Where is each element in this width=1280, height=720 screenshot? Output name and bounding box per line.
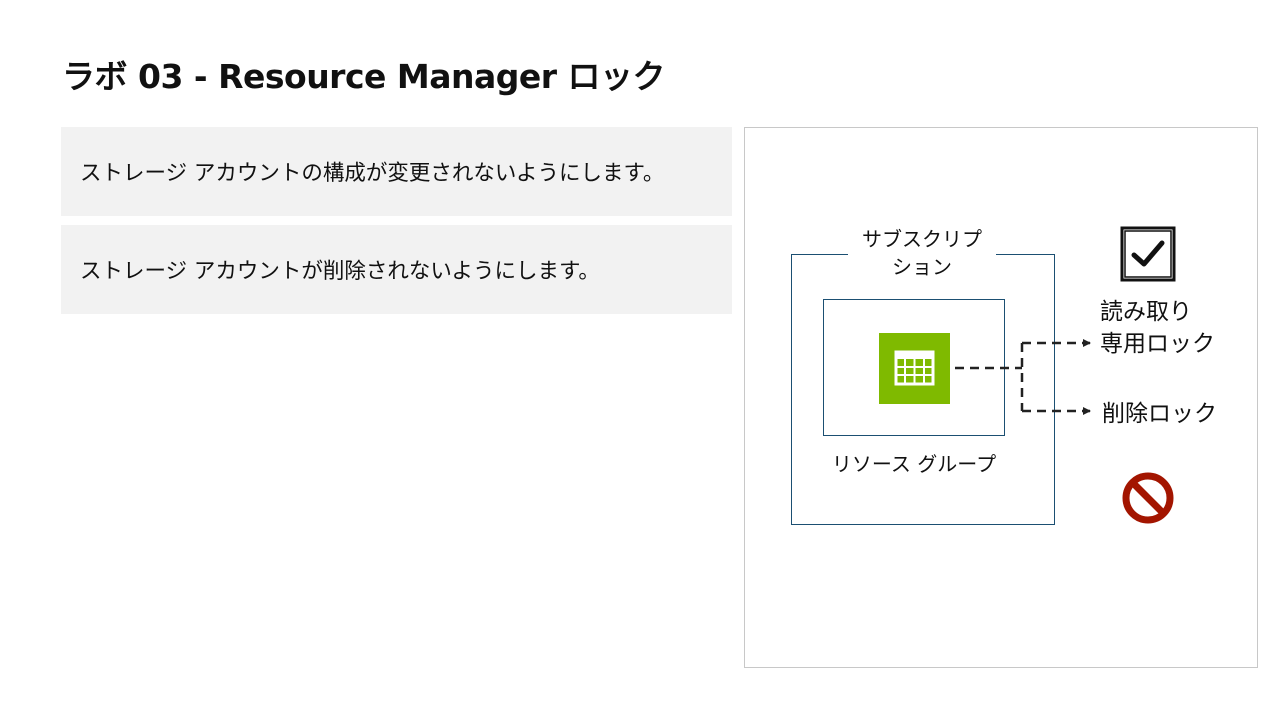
readonly-lock-line2: 専用ロック: [1100, 331, 1215, 357]
readonly-lock-line1: 読み取り: [1100, 299, 1192, 325]
resource-group-label: リソース グループ: [831, 452, 997, 476]
resource-group-icon: [879, 333, 950, 404]
checkbox-checked-icon: [1120, 226, 1176, 286]
readonly-lock-label: 読み取り 専用ロック: [1100, 296, 1215, 360]
no-entry-icon: [1121, 471, 1175, 529]
objective-text-1: ストレージ アカウントの構成が変更されないようにします。: [80, 161, 665, 186]
subscription-label-line1: サブスクリプ: [862, 227, 982, 251]
slide-title: ラボ 03 - Resource Manager ロック: [62, 57, 666, 96]
subscription-label: サブスクリプ ション: [848, 225, 996, 281]
subscription-label-line2: ション: [892, 255, 952, 279]
diagram-panel: [744, 127, 1258, 668]
delete-lock-label: 削除ロック: [1102, 401, 1217, 427]
objective-card-2: ストレージ アカウントが削除されないようにします。: [61, 225, 732, 314]
objective-text-2: ストレージ アカウントが削除されないようにします。: [80, 259, 600, 284]
objective-card-1: ストレージ アカウントの構成が変更されないようにします。: [61, 127, 732, 216]
